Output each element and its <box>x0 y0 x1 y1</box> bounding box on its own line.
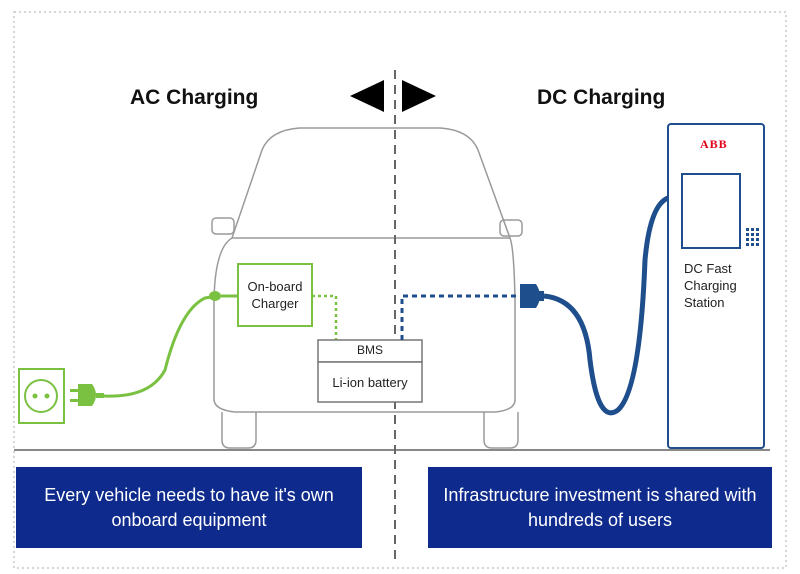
car-body <box>213 237 516 413</box>
station-label-line2: Charging <box>684 278 737 293</box>
dc-callout: Infrastructure investment is shared with… <box>428 467 772 548</box>
right-mirror <box>499 219 523 237</box>
station-screen <box>681 173 741 249</box>
dc-callout-line1: Infrastructure investment is shared with <box>443 484 757 505</box>
left-mirror <box>211 217 235 235</box>
station-label-line1: DC Fast <box>684 261 732 276</box>
frame-border <box>13 11 787 569</box>
right-wheel <box>483 412 519 449</box>
dc-cable <box>543 195 670 416</box>
battery-block <box>317 339 423 403</box>
onboard-charger-label: On-board Charger <box>238 278 312 312</box>
station-label-line3: Station <box>684 295 725 310</box>
station-keypad-icon <box>746 228 759 246</box>
arrow-right-icon <box>402 80 436 112</box>
car-roof <box>231 127 511 239</box>
dc-charging-heading: DC Charging <box>537 86 666 109</box>
dc-callout-line2: hundreds of users <box>527 509 673 530</box>
wall-socket-icon <box>18 368 65 424</box>
dc-connector-icon <box>520 284 544 308</box>
abb-logo: ABB <box>700 137 728 151</box>
ac-callout-line2: onboard equipment <box>111 509 267 530</box>
li-ion-battery-box <box>317 361 423 403</box>
onboard-charger-line2: Charger <box>251 296 299 311</box>
station-label: DC Fast Charging Station <box>684 260 737 311</box>
ac-plug-icon <box>70 384 104 406</box>
left-wheel <box>221 412 257 449</box>
ac-callout: Every vehicle needs to have it's own onb… <box>16 467 362 548</box>
car-outline <box>211 127 523 449</box>
bms-label: BMS <box>356 343 383 357</box>
dc-internal-link <box>400 294 520 340</box>
ac-charging-heading: AC Charging <box>130 86 259 109</box>
onboard-charger-line1: On-board <box>247 279 303 294</box>
ac-cable <box>103 294 219 398</box>
ac-inlet <box>209 291 221 301</box>
dc-station <box>667 123 765 449</box>
ac-callout-line1: Every vehicle needs to have it's own <box>44 484 334 505</box>
battery-label: Li-ion battery <box>332 375 408 390</box>
ac-internal-link <box>312 294 338 340</box>
arrow-left-icon <box>350 80 384 112</box>
